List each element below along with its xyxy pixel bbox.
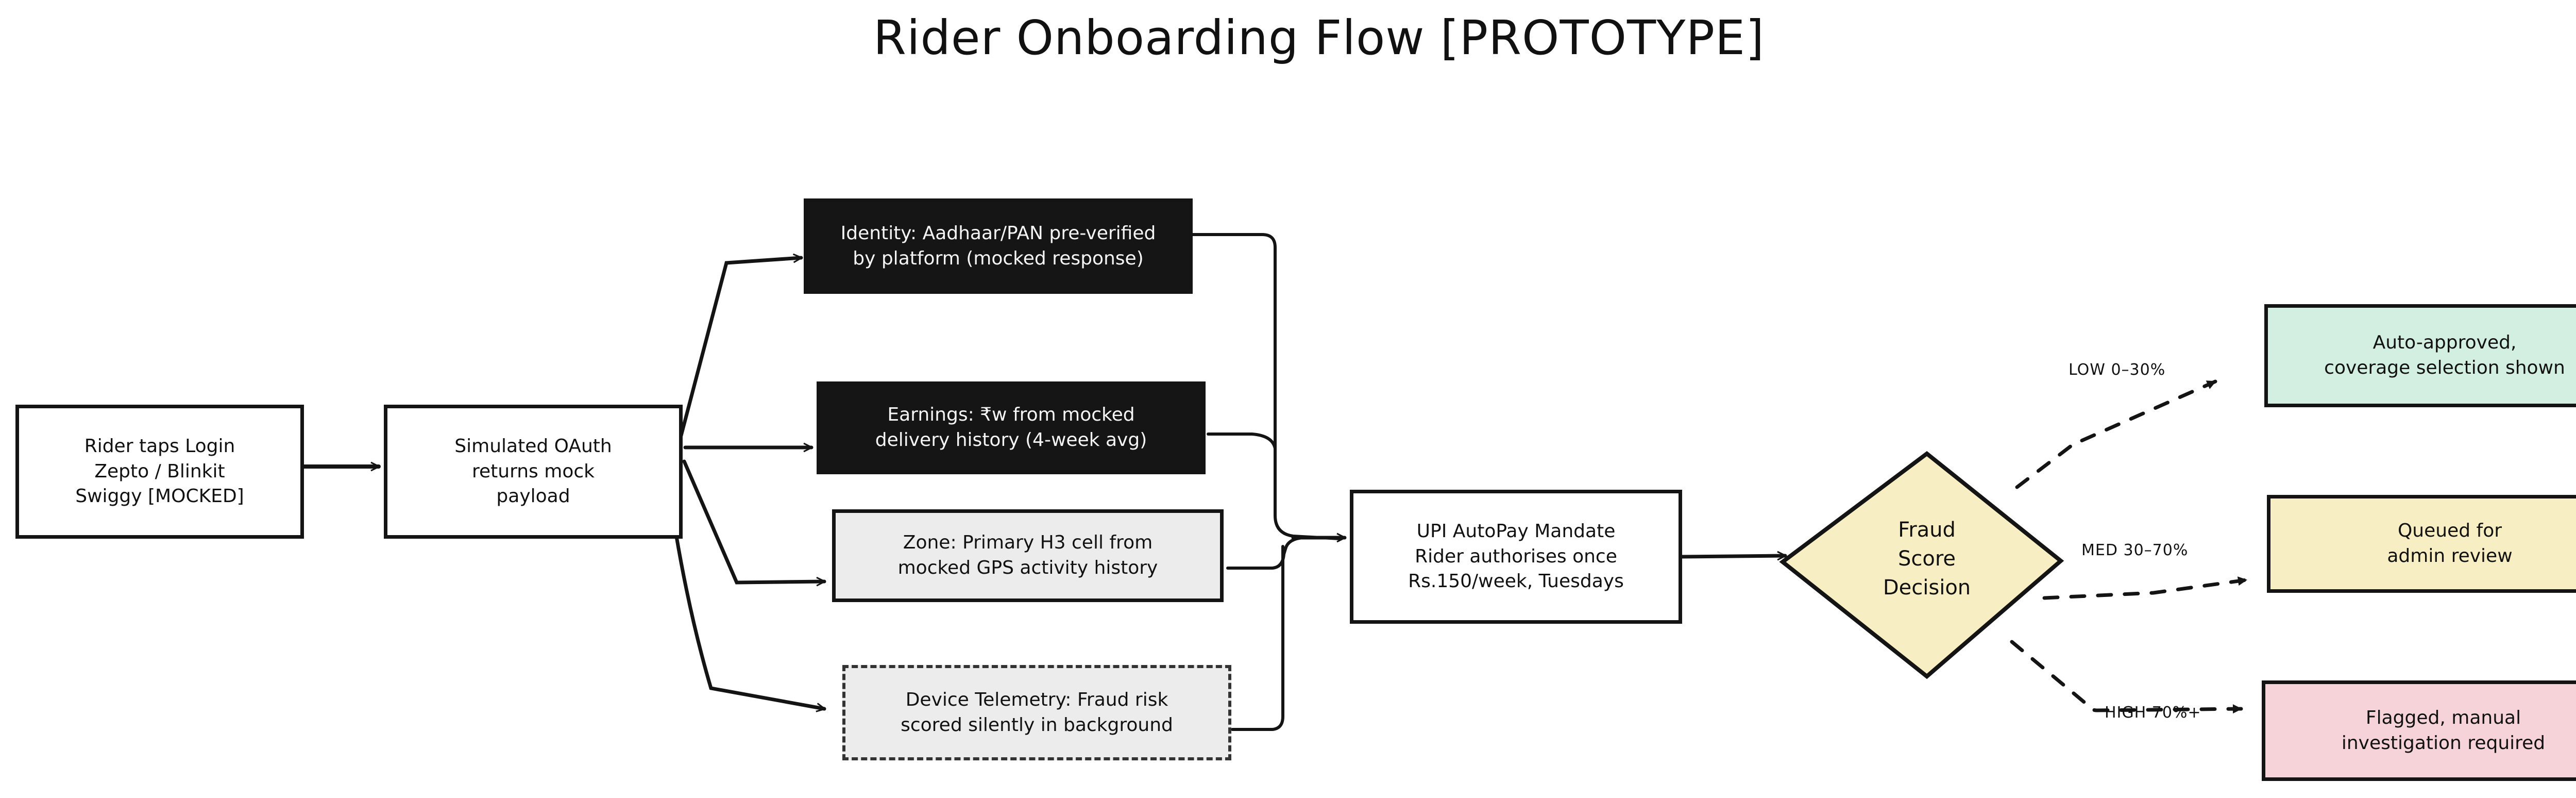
node-device-telemetry-label: Device Telemetry: Fraud risk scored sile… [901,689,1173,736]
node-upi-autopay-label: UPI AutoPay Mandate Rider authorises onc… [1408,521,1624,592]
node-identity[interactable]: Identity: Aadhaar/PAN pre-verified by pl… [804,198,1193,294]
edge-decision-to-high [2010,640,2243,714]
edge-upi-to-decision [1679,556,1787,557]
edge-oauth-to-zone [682,459,826,583]
node-flagged[interactable]: Flagged, manual investigation required [2262,680,2576,781]
node-admin-review[interactable]: Queued for admin review [2267,495,2576,593]
node-auto-approved[interactable]: Auto-approved, coverage selection shown [2264,304,2576,407]
node-auto-approved-label: Auto-approved, coverage selection shown [2324,332,2565,378]
edge-decision-to-approved [2015,379,2217,489]
node-upi-autopay[interactable]: UPI AutoPay Mandate Rider authorises onc… [1350,490,1682,624]
node-device-telemetry[interactable]: Device Telemetry: Fraud risk scored sile… [842,665,1231,760]
edge-decision-to-review [2042,576,2248,600]
diagram-title: Rider Onboarding Flow [PROTOTYPE] [873,10,1765,65]
node-rider-login-label: Rider taps Login Zepto / Blinkit Swiggy … [75,436,244,507]
node-admin-review-label: Queued for admin review [2387,520,2513,567]
node-simulated-oauth-label: Simulated OAuth returns mock payload [454,436,612,507]
node-earnings[interactable]: Earnings: ₹w from mocked delivery histor… [817,381,1206,474]
decision-label: Fraud Score Decision [1883,518,1971,600]
edge-oauth-to-identity [679,258,801,438]
node-identity-label: Identity: Aadhaar/PAN pre-verified by pl… [840,222,1156,269]
edge-identity-to-upi [1191,233,1341,540]
edge-label-high: HIGH 70%+ [2105,704,2201,722]
node-zone[interactable]: Zone: Primary H3 cell from mocked GPS ac… [832,509,1224,602]
edge-oauth-to-telemetry [674,531,824,709]
node-earnings-label: Earnings: ₹w from mocked delivery histor… [875,404,1147,451]
node-zone-label: Zone: Primary H3 cell from mocked GPS ac… [897,532,1158,578]
edge-telemetry-to-upi [1231,545,1284,731]
node-simulated-oauth[interactable]: Simulated OAuth returns mock payload [384,405,683,539]
node-flagged-label: Flagged, manual investigation required [2341,707,2546,754]
edge-label-med: MED 30–70% [2081,541,2189,559]
edge-earnings-to-upi [1207,433,1277,450]
edge-label-low: LOW 0–30% [2069,361,2166,379]
node-rider-login[interactable]: Rider taps Login Zepto / Blinkit Swiggy … [15,405,304,539]
decision-diamond[interactable] [1779,451,2064,679]
edge-zone-to-upi [1226,536,1305,570]
